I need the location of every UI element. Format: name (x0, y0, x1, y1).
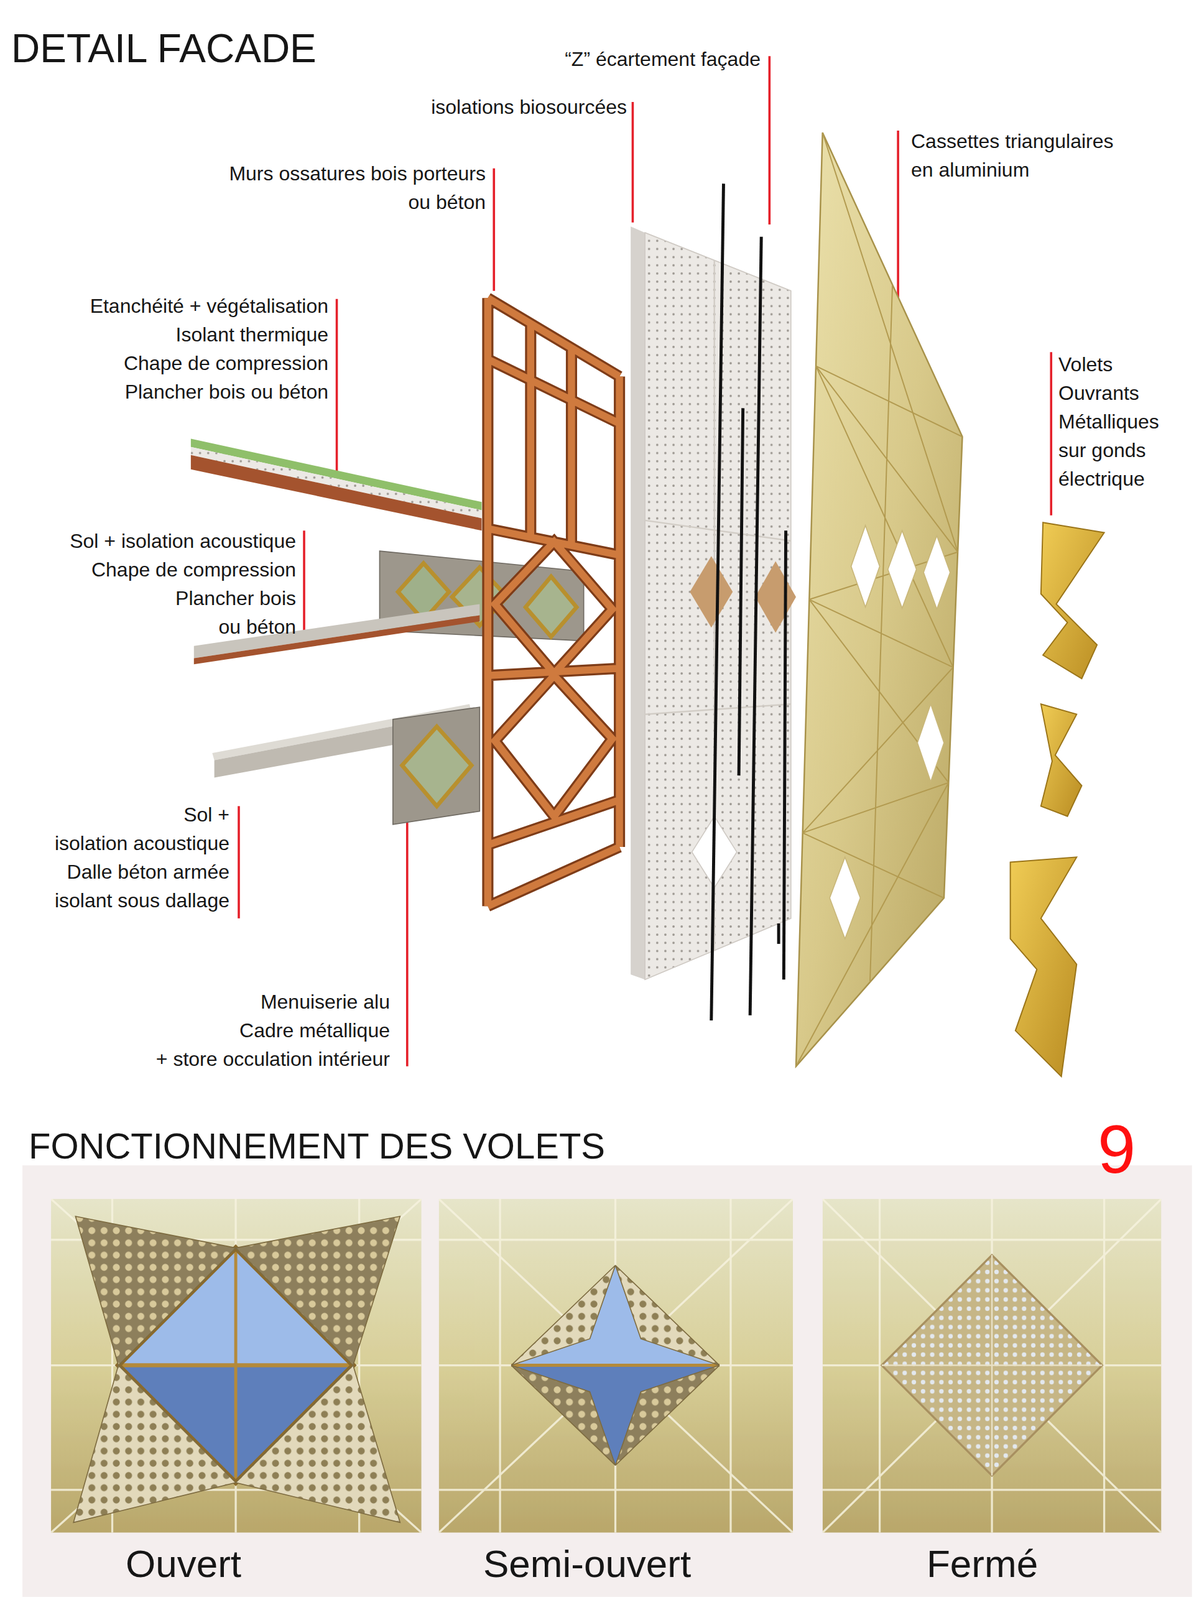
diagram-title: DETAIL FACADE (11, 24, 317, 73)
layer-list: Menuiserie alu Cadre métallique + store … (156, 987, 390, 1074)
layer-list: Sol + isolation acoustique Chape de comp… (69, 526, 297, 642)
part-label: Cassettes triangulaires en aluminium (911, 126, 1114, 185)
page-number: 9 (1097, 1113, 1136, 1186)
part-label: isolations biosourcées (430, 92, 627, 122)
text-line: Métalliques (1058, 407, 1160, 436)
text-line: ou béton (69, 612, 297, 642)
text-line: Dalle béton armée (54, 857, 230, 887)
layer-list: Etanchéité + végétalisation Isolant ther… (90, 291, 329, 407)
roof-slab (190, 439, 482, 532)
text-line: Chape de compression (69, 555, 297, 584)
shutter-closed-render (822, 1198, 1162, 1533)
timber-frame (487, 297, 620, 907)
text-line: Plancher bois ou béton (90, 377, 329, 407)
text-line: Plancher bois (69, 583, 297, 613)
part-label: “Z” écartement façade (564, 44, 761, 74)
text-line: Murs ossatures bois porteurs (228, 159, 486, 188)
text-line: Cadre métallique (156, 1016, 390, 1045)
part-label: Volets Ouvrants Métalliques sur gonds él… (1058, 350, 1160, 494)
text-line: Etanchéité + végétalisation (90, 291, 329, 321)
text-line: électrique (1058, 464, 1160, 494)
text-line: ou béton (228, 187, 486, 217)
text-line: sur gonds (1058, 435, 1160, 465)
shutter-open-render (50, 1198, 422, 1533)
text-line: Ouvrants (1058, 378, 1160, 408)
z-rails (711, 183, 787, 1021)
text-line: Cassettes triangulaires (911, 126, 1114, 156)
text-line: Volets (1058, 350, 1160, 379)
layer-list: Sol + isolation acoustique Dalle béton a… (54, 800, 230, 915)
text-line: Chape de compression (90, 348, 329, 378)
shutter-modules (1010, 522, 1105, 1077)
state-caption: Ouvert (125, 1542, 242, 1586)
text-line: Menuiserie alu (156, 987, 390, 1017)
ground-slab (212, 703, 480, 825)
state-caption: Fermé (926, 1542, 1038, 1586)
text-line: isolant sous dallage (54, 886, 230, 915)
section-heading: FONCTIONNEMENT DES VOLETS (28, 1126, 606, 1166)
text-line: + store occulation intérieur (156, 1044, 390, 1074)
aluminium-cassettes (796, 132, 963, 1066)
text-line: Sol + (54, 800, 230, 829)
shutter-panel-ground (22, 1165, 1193, 1597)
state-caption: Semi-ouvert (483, 1542, 691, 1586)
text-line: isolation acoustique (54, 828, 230, 858)
leader-lines (238, 55, 1051, 1067)
text-line: Sol + isolation acoustique (69, 526, 297, 556)
text-line: en aluminium (911, 155, 1114, 185)
part-label: Murs ossatures bois porteurs ou béton (228, 159, 486, 217)
text-line: Isolant thermique (90, 320, 329, 349)
shutter-semi-render (439, 1198, 793, 1533)
